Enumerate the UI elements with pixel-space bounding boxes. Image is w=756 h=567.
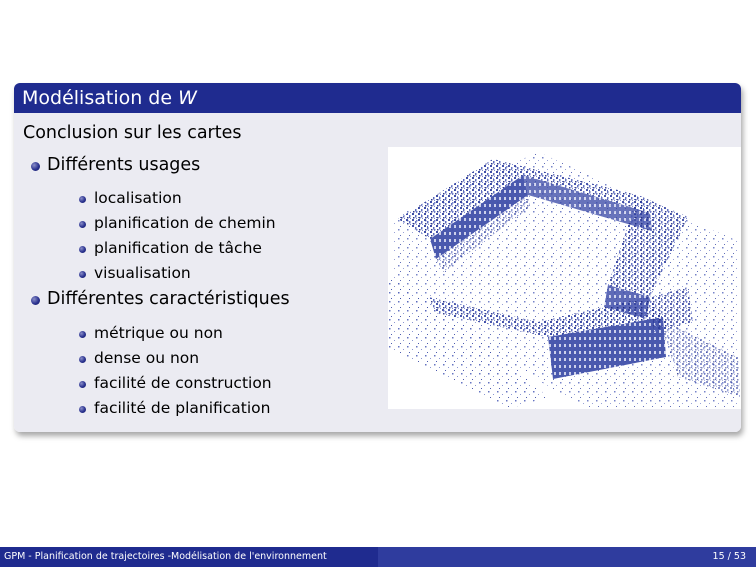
bullet-icon: [79, 246, 86, 253]
list-item-label: Différentes caractéristiques: [47, 289, 290, 309]
sub-item: planification de tâche: [79, 239, 262, 257]
sub-item-label: localisation: [94, 189, 182, 207]
bullet-icon: [79, 221, 86, 228]
list-item-label: Différents usages: [47, 155, 201, 175]
page-counter: 15 / 53: [378, 547, 756, 567]
bullet-icon: [31, 162, 40, 171]
bullet-icon: [79, 406, 86, 413]
bullet-icon: [79, 356, 86, 363]
bullet-icon: [79, 381, 86, 388]
page-total: 53: [733, 551, 746, 562]
sub-item: planification de chemin: [79, 214, 276, 232]
point-cloud-map-image: [388, 147, 741, 409]
point-cloud-map-icon: [388, 152, 740, 409]
sub-item-label: facilité de construction: [94, 374, 272, 392]
footer-title: GPM - Planification de trajectoires -Mod…: [0, 547, 378, 567]
bullet-icon: [79, 271, 86, 278]
block-title-text: Modélisation de: [22, 87, 173, 109]
list-item-usages: Différents usages: [31, 155, 201, 175]
block-title: Modélisation de W: [14, 83, 741, 113]
sub-item-label: facilité de planification: [94, 399, 271, 417]
sub-item-label: visualisation: [94, 264, 191, 282]
sub-item: dense ou non: [79, 349, 200, 367]
sub-item-label: planification de chemin: [94, 214, 276, 232]
block-body: Conclusion sur les cartes Différents usa…: [14, 113, 741, 432]
sub-item: visualisation: [79, 264, 191, 282]
sub-item-label: dense ou non: [94, 349, 200, 367]
page-separator: /: [727, 551, 731, 562]
sub-item: localisation: [79, 189, 182, 207]
content-block: Modélisation de W Conclusion sur les car…: [14, 83, 741, 432]
bullet-icon: [79, 196, 86, 203]
section-heading: Conclusion sur les cartes: [23, 123, 242, 143]
page-current: 15: [712, 551, 725, 562]
bullet-icon: [31, 296, 40, 305]
list-item-caracteristiques: Différentes caractéristiques: [31, 289, 290, 309]
sub-item: facilité de planification: [79, 399, 271, 417]
block-title-variable: W: [178, 87, 197, 109]
sub-item-label: planification de tâche: [94, 239, 262, 257]
sub-item-label: métrique ou non: [94, 324, 223, 342]
sub-item: facilité de construction: [79, 374, 272, 392]
sub-item: métrique ou non: [79, 324, 223, 342]
footer-bar: GPM - Planification de trajectoires -Mod…: [0, 547, 756, 567]
bullet-icon: [79, 331, 86, 338]
